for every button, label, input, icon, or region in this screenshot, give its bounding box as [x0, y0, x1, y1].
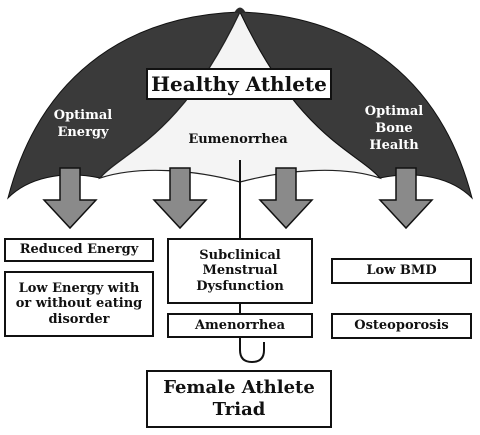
umbrella-tip	[234, 7, 246, 13]
optimal-bone-health-label: Optimal Bone Health	[364, 104, 424, 153]
eumenorrhea-label: Eumenorrhea	[188, 132, 288, 147]
arrow-down-icon	[42, 167, 98, 230]
umbrella-shaft	[239, 160, 265, 364]
healthy-athlete-title: Healthy Athlete	[146, 68, 332, 100]
reduced-energy-box: Reduced Energy	[4, 238, 154, 262]
arrow-down-icon	[152, 167, 208, 230]
low-bmd-box: Low BMD	[331, 258, 472, 284]
subclinical-menstrual-dysfunction-box: Subclinical Menstrual Dysfunction	[167, 238, 313, 304]
optimal-energy-label: Optimal Energy	[53, 108, 113, 140]
female-athlete-triad-title: Female Athlete Triad	[146, 370, 332, 428]
canopy-right-panel	[239, 11, 473, 200]
low-energy-box: Low Energy with or without eating disord…	[4, 271, 154, 337]
osteoporosis-box: Osteoporosis	[331, 313, 472, 339]
arrow-down-icon	[378, 167, 434, 230]
amenorrhea-box: Amenorrhea	[167, 313, 313, 338]
arrow-down-icon	[258, 167, 314, 230]
